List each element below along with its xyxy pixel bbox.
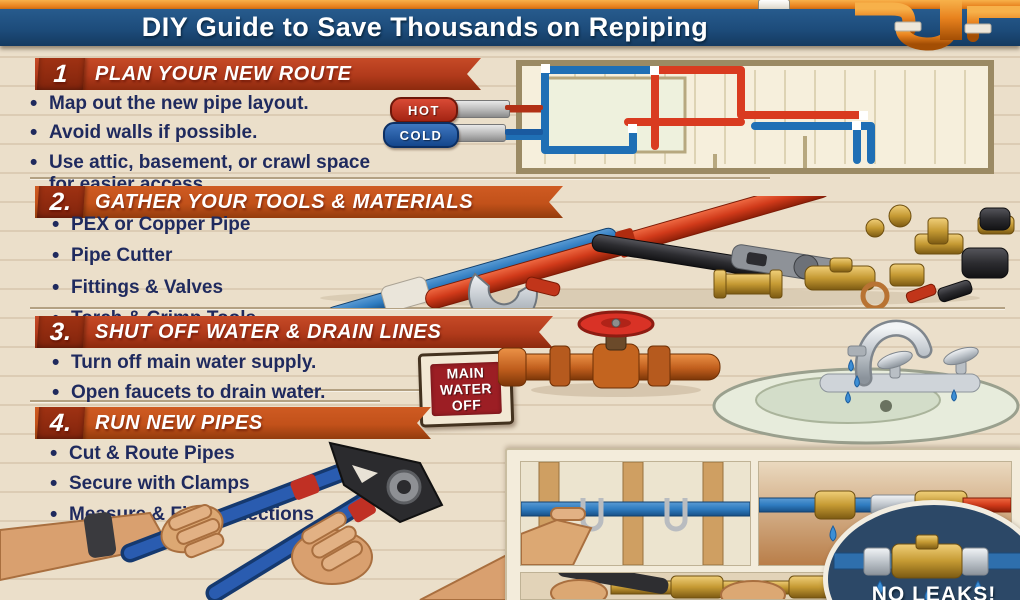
section-2-title: GATHER YOUR TOOLS & MATERIALS xyxy=(95,190,474,213)
hot-feed-line xyxy=(505,105,543,110)
no-leaks-text: NO LEAKS! xyxy=(871,583,997,600)
p-trap-pipes-icon xyxy=(855,0,1020,51)
water-drips-icon xyxy=(845,359,957,404)
section-3-number: 3. xyxy=(37,313,86,351)
bullet-item: Map out the new pipe layout. xyxy=(28,92,380,117)
black-fittings-icon xyxy=(937,207,1011,303)
copper-ring-icon xyxy=(860,281,890,308)
panel-secure-clamps xyxy=(520,461,751,566)
section-1-bullets: Map out the new pipe layout. Avoid walls… xyxy=(28,92,380,204)
faucet-handles-icon xyxy=(877,346,979,379)
section-4-header: 4. RUN NEW PIPES xyxy=(35,407,431,439)
torch-tool-icon xyxy=(905,283,937,304)
section-2-header: 2. GATHER YOUR TOOLS & MATERIALS xyxy=(35,186,563,218)
shutoff-valve-illustration xyxy=(498,310,721,397)
pipe-cutter-icon xyxy=(467,272,561,308)
main-water-off-text: MAIN WATER OFF xyxy=(430,361,502,417)
hot-line-connector xyxy=(452,100,510,118)
section-3-bullets: Turn off main water supply. Open faucets… xyxy=(50,351,380,412)
cold-feed-line xyxy=(505,129,543,135)
tools-illustration xyxy=(320,196,1015,308)
floor-plan-diagram xyxy=(505,60,994,174)
section-divider xyxy=(30,177,770,180)
section-divider xyxy=(30,307,1005,310)
title-banner: DIY Guide to Save Thousands on Repiping xyxy=(0,9,1020,46)
bullet-item: Turn off main water supply. xyxy=(50,351,380,376)
section-1-number: 1 xyxy=(37,55,86,93)
section-1-header: 1 PLAN YOUR NEW ROUTE xyxy=(35,58,481,90)
hot-label: HOT xyxy=(390,97,458,123)
bullet-item: Avoid walls if possible. xyxy=(28,121,380,146)
bullet-item: Fittings & Valves xyxy=(50,276,350,301)
bullet-item: Cut & Route Pipes xyxy=(48,442,348,467)
poster-title: DIY Guide to Save Thousands on Repiping xyxy=(141,12,709,42)
section-1-title: PLAN YOUR NEW ROUTE xyxy=(95,62,352,85)
section-3-title: SHUT OFF WATER & DRAIN LINES xyxy=(95,320,442,343)
no-leaks-badge: NO LEAKS! xyxy=(823,500,1020,600)
section-3-header: 3. SHUT OFF WATER & DRAIN LINES xyxy=(35,316,553,348)
sink-faucet-illustration xyxy=(712,319,1020,445)
bullet-item: Pipe Cutter xyxy=(50,244,350,269)
section-4-title: RUN NEW PIPES xyxy=(95,411,263,434)
cold-label: COLD xyxy=(383,122,459,148)
no-leaks-pipe-icon xyxy=(833,534,1020,600)
bullet-item: PEX or Copper Pipe xyxy=(50,213,350,238)
hands-crimp-tool-illustration xyxy=(0,441,530,600)
bullet-item: Open faucets to drain water. xyxy=(50,381,380,406)
bullet-item: Secure with Clamps xyxy=(48,472,348,497)
